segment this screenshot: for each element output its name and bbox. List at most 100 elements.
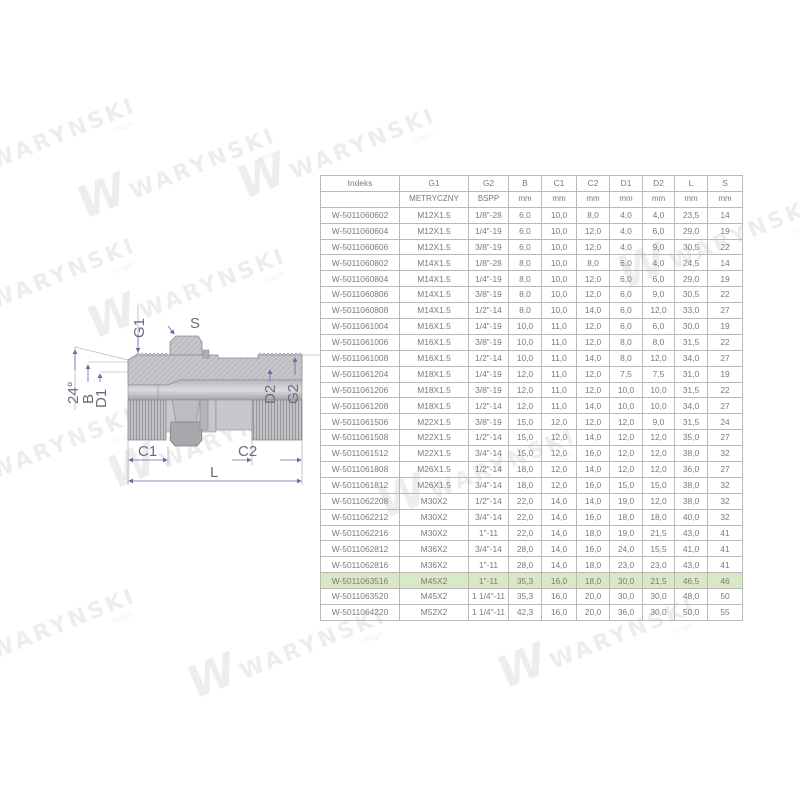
fitting-technical-drawing: 24° B D1 G1 S D2 G2 C1 C2 L [40, 300, 320, 510]
index-cell: W-5011062216 [320, 524, 400, 542]
value-cell: 28,0 [508, 556, 542, 574]
value-cell: 16,0 [576, 476, 610, 494]
value-cell: M16X1.5 [399, 318, 469, 335]
value-cell: 10,0 [609, 397, 643, 415]
value-cell: 4,0 [642, 254, 675, 272]
value-cell: 14 [707, 206, 743, 224]
value-cell: 8,0 [508, 254, 542, 272]
value-cell: 11,0 [541, 349, 577, 367]
header-cell: D2 [642, 175, 675, 192]
value-cell: 30,0 [642, 604, 675, 621]
value-cell: 6,0 [508, 206, 542, 224]
value-cell: 41 [707, 556, 743, 574]
value-cell: 3/8"-19 [468, 413, 509, 431]
index-cell: W-5011062212 [320, 508, 400, 526]
value-cell: 30,0 [674, 318, 708, 335]
value-cell: 3/8"-19 [468, 286, 509, 304]
value-cell: M26X1.5 [399, 461, 469, 478]
index-cell: W-5011062812 [320, 540, 400, 558]
value-cell: 12,0 [576, 222, 610, 240]
index-cell: W-5011060602 [320, 206, 400, 224]
value-cell: 14,0 [576, 302, 610, 320]
index-cell: W-5011061008 [320, 349, 400, 367]
value-cell: 30,5 [674, 286, 708, 304]
value-cell: 16,0 [541, 604, 577, 621]
value-cell: 30,0 [609, 588, 643, 606]
value-cell: M30X2 [399, 508, 469, 526]
value-cell: 11,0 [541, 365, 577, 383]
value-cell: M52X2 [399, 604, 469, 621]
value-cell: 10,0 [541, 286, 577, 304]
brand-logo-icon: W [74, 163, 124, 232]
value-cell: 18,0 [642, 508, 675, 526]
index-cell: W-5011061812 [320, 476, 400, 494]
value-cell: 22 [707, 286, 743, 304]
value-cell: 10,0 [541, 270, 577, 288]
value-cell: 14,0 [541, 540, 577, 558]
value-cell: 14,0 [576, 492, 610, 510]
value-cell: M36X2 [399, 556, 469, 574]
value-cell: 3/8"-19 [468, 238, 509, 256]
value-cell: 19 [707, 222, 743, 240]
value-cell: 15,0 [642, 476, 675, 494]
value-cell: 42,3 [508, 604, 542, 621]
value-cell: 31,5 [674, 333, 708, 351]
value-cell: 4,0 [609, 206, 643, 224]
dim-label-s: S [190, 315, 200, 332]
header-cell: L [674, 175, 708, 192]
value-cell: M16X1.5 [399, 349, 469, 367]
index-cell: W-5011061206 [320, 381, 400, 399]
value-cell: 6,0 [609, 302, 643, 320]
value-cell: 12,0 [642, 349, 675, 367]
index-cell: W-5011061204 [320, 365, 400, 383]
value-cell: 23,0 [609, 556, 643, 574]
value-cell: 8,0 [508, 302, 542, 320]
value-cell: 14,0 [541, 556, 577, 574]
value-cell: 8,0 [576, 254, 610, 272]
value-cell: 14,0 [541, 524, 577, 542]
value-cell: 12,0 [642, 429, 675, 447]
value-cell: M45X2 [399, 588, 469, 606]
value-cell: M22X1.5 [399, 445, 469, 463]
value-cell: 12,0 [642, 492, 675, 510]
value-cell: M22X1.5 [399, 413, 469, 431]
value-cell: 12,0 [609, 461, 643, 478]
value-cell: 32 [707, 445, 743, 463]
value-cell: 7,5 [609, 365, 643, 383]
value-cell: 28,0 [508, 540, 542, 558]
value-cell: 1/2"-14 [468, 461, 509, 478]
value-cell: 14,0 [541, 508, 577, 526]
header-cell: C2 [576, 175, 610, 192]
index-cell: W-5011061508 [320, 429, 400, 447]
index-cell: W-5011061506 [320, 413, 400, 431]
value-cell: 43,0 [674, 556, 708, 574]
value-cell: 27 [707, 397, 743, 415]
value-cell: 6,0 [609, 286, 643, 304]
brand-logo-icon: W [494, 633, 544, 702]
value-cell: 6,0 [642, 318, 675, 335]
value-cell: M12X1.5 [399, 222, 469, 240]
value-cell: 12,0 [541, 476, 577, 494]
value-cell: 10,0 [642, 381, 675, 399]
header-cell: D1 [609, 175, 643, 192]
value-cell: 10,0 [541, 238, 577, 256]
value-cell: 27 [707, 461, 743, 478]
value-cell: 12,0 [576, 413, 610, 431]
unit-cell: mm [576, 190, 610, 208]
value-cell: 22 [707, 381, 743, 399]
value-cell: 12,0 [642, 302, 675, 320]
unit-cell: mm [674, 190, 708, 208]
value-cell: 36,0 [674, 461, 708, 478]
